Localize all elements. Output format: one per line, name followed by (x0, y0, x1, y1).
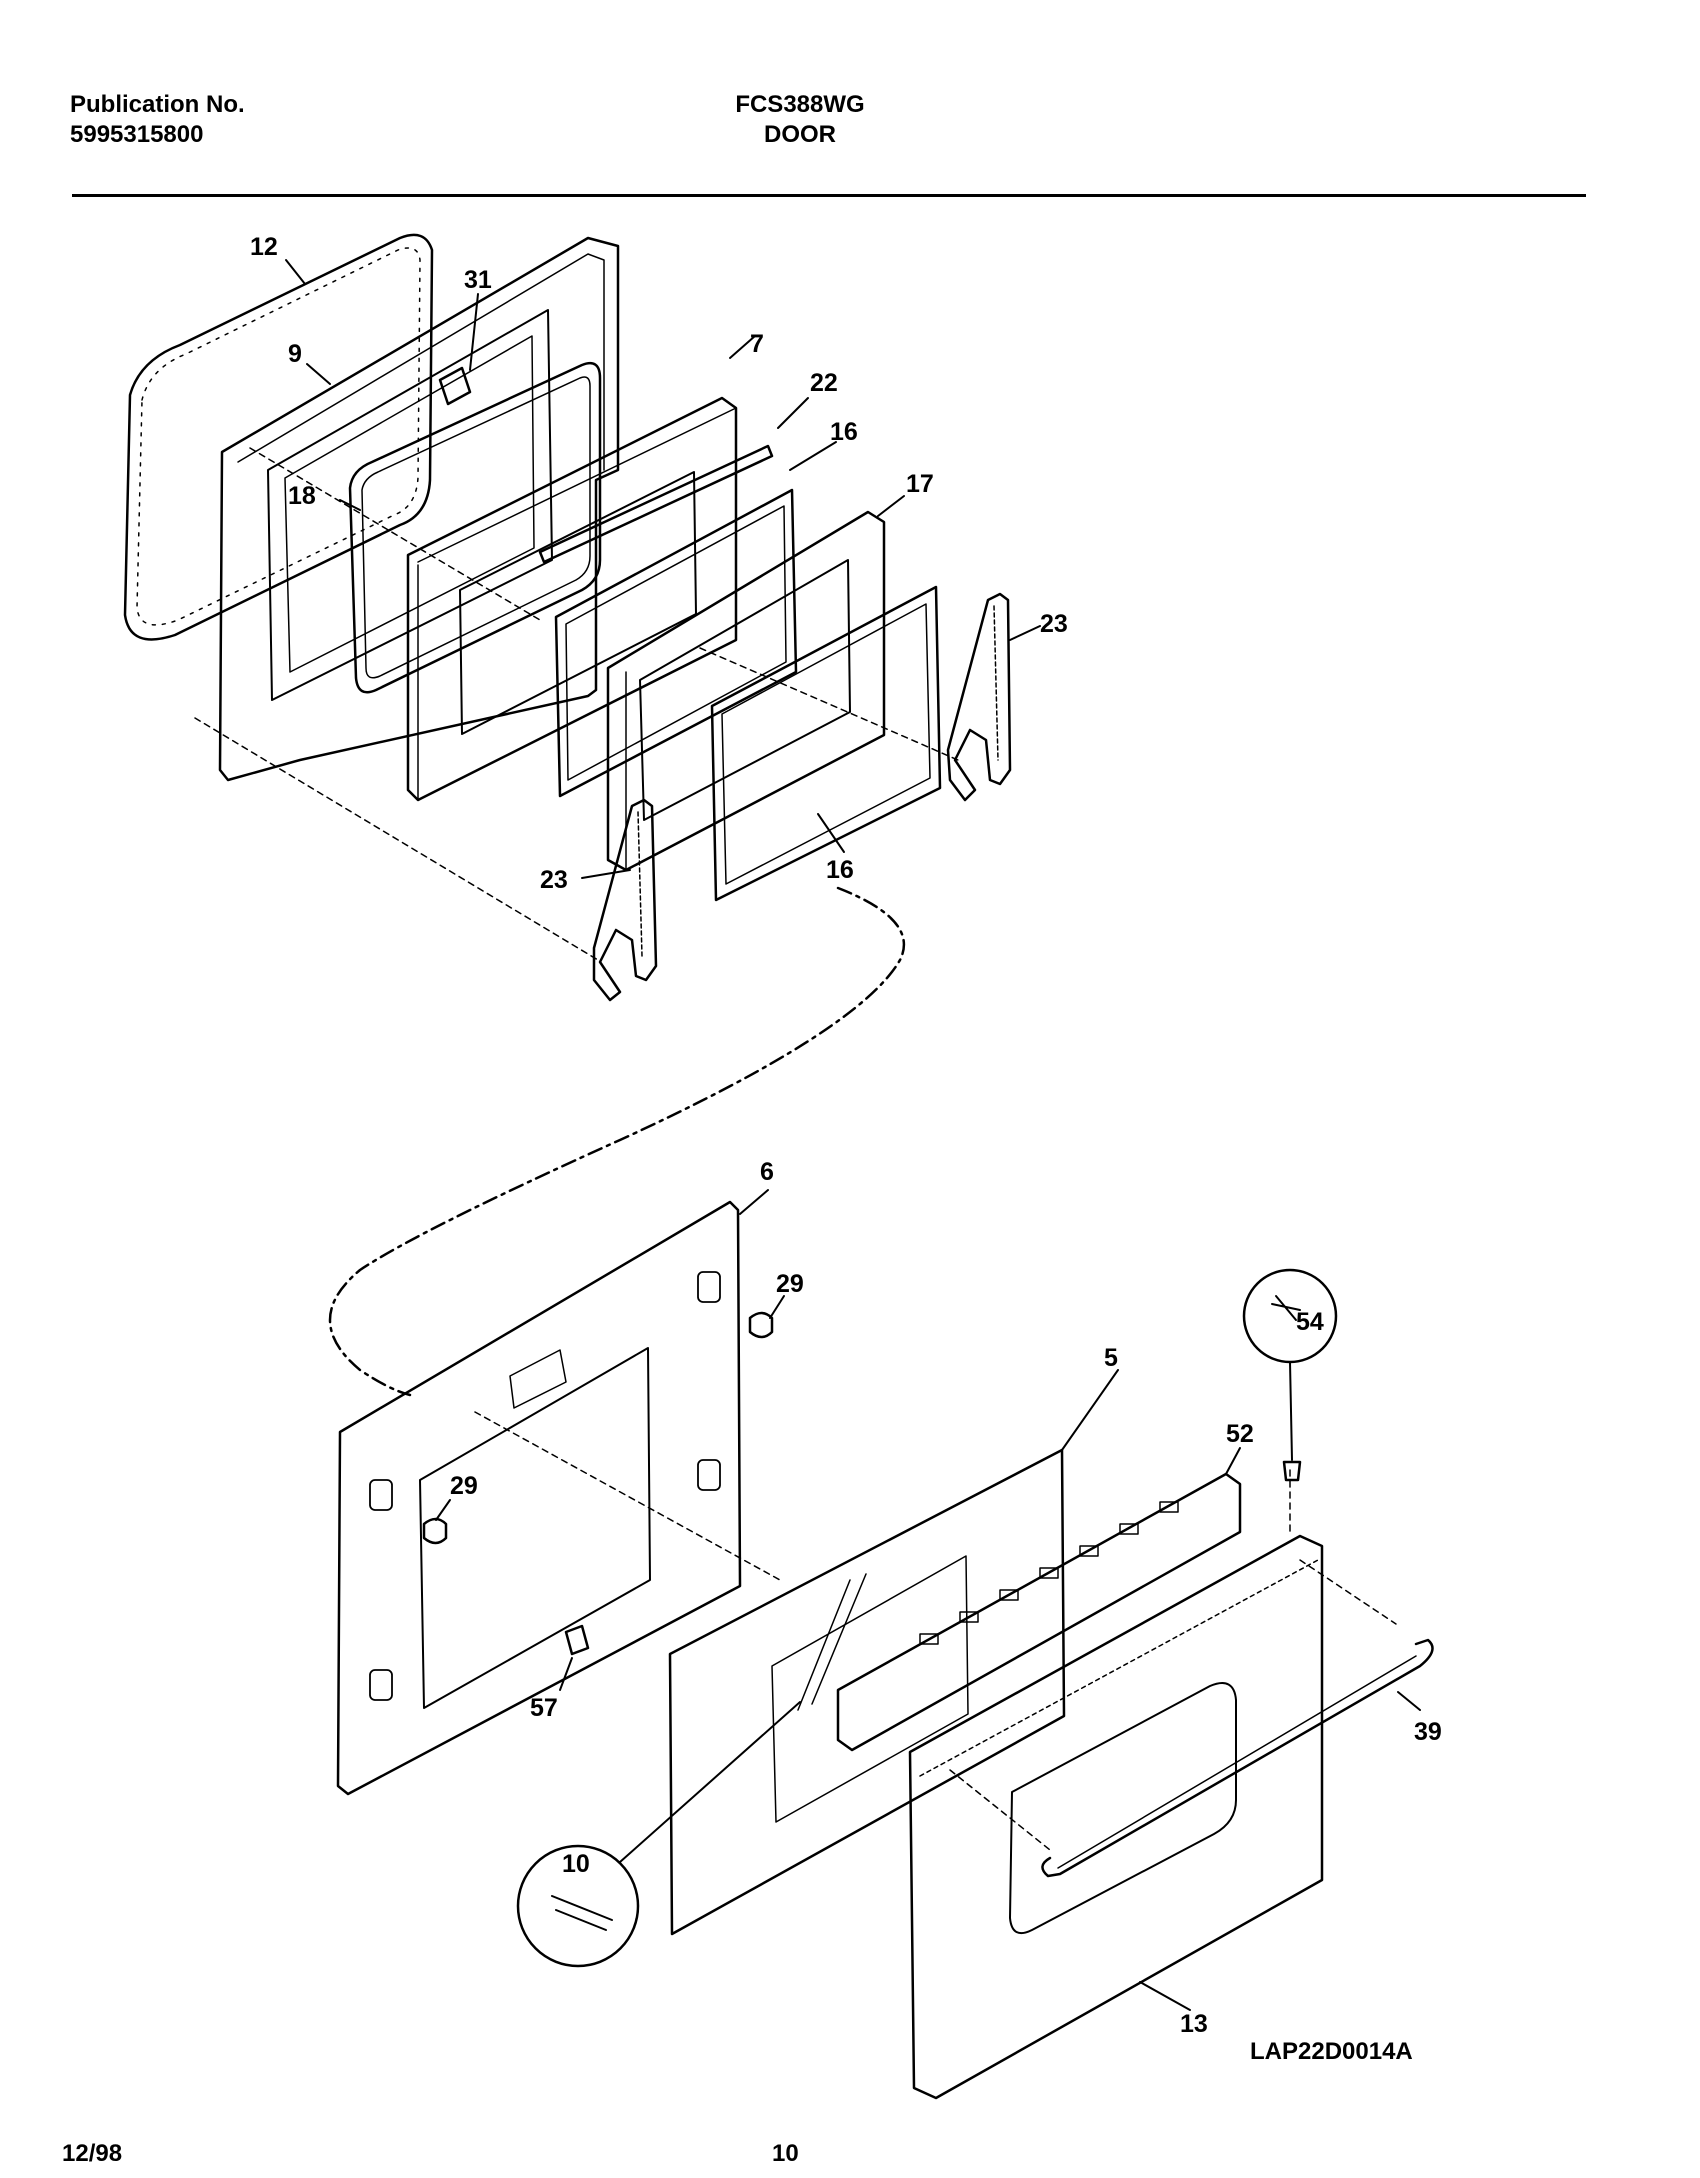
outer-glass-panel (668, 1448, 1066, 1936)
publication-block: Publication No. 5995315800 (70, 90, 245, 150)
model-block: FCS388WG DOOR (720, 90, 880, 150)
callout-13: 13 (1180, 2010, 1208, 2038)
baffle-strip (538, 444, 774, 564)
screw-54 (1282, 1460, 1302, 1482)
callout-12: 12 (250, 233, 278, 261)
door-handle (1041, 1638, 1434, 1878)
model-number: FCS388WG (735, 91, 865, 118)
callout-6: 6 (760, 1158, 774, 1186)
callout-57: 57 (530, 1694, 558, 1722)
callout-5: 5 (1104, 1344, 1118, 1372)
insulation-block (406, 396, 738, 802)
window-gasket (348, 361, 602, 694)
outer-door-front (908, 1534, 1324, 2100)
hinge-left (592, 798, 658, 1002)
footer-page-number: 10 (772, 2140, 799, 2167)
bumper-right (748, 1311, 774, 1339)
callout-17: 17 (906, 470, 934, 498)
glass-frame (606, 510, 886, 872)
callout-54: 54 (1296, 1308, 1324, 1336)
outer-door-back-panel (336, 1200, 742, 1796)
callout-29-left: 29 (450, 1472, 478, 1500)
footer-date: 12/98 (62, 2140, 123, 2167)
bumper-left (422, 1517, 448, 1545)
inner-glass-upper (554, 488, 798, 798)
callout-7: 7 (750, 330, 764, 358)
latch-bracket (438, 366, 472, 406)
callout-9: 9 (288, 340, 302, 368)
callout-22: 22 (810, 369, 838, 397)
callout-31: 31 (464, 266, 492, 294)
screw-10-inset (516, 1844, 640, 1968)
door-gasket (123, 233, 434, 641)
header-rule (72, 194, 1586, 197)
publication-label: Publication No. (70, 91, 245, 118)
callout-29-right: 29 (776, 1270, 804, 1298)
spacer-clip (564, 1624, 590, 1656)
callout-18: 18 (288, 482, 316, 510)
section-title: DOOR (764, 121, 836, 148)
callout-23-right: 23 (1040, 610, 1068, 638)
assembly-link-line (328, 886, 906, 1397)
callout-39: 39 (1414, 1718, 1442, 1746)
inner-door-panel (218, 236, 620, 782)
callout-52: 52 (1226, 1420, 1254, 1448)
callout-16-lower: 16 (826, 856, 854, 884)
publication-number: 5995315800 (70, 121, 204, 148)
callout-16-upper: 16 (830, 418, 858, 446)
callout-10: 10 (562, 1850, 590, 1878)
inner-glass-lower (710, 585, 942, 902)
vent-strip (836, 1472, 1242, 1752)
hinge-right (946, 592, 1012, 802)
figure-code: LAP22D0014A (1250, 2038, 1413, 2065)
callout-23-left: 23 (540, 866, 568, 894)
